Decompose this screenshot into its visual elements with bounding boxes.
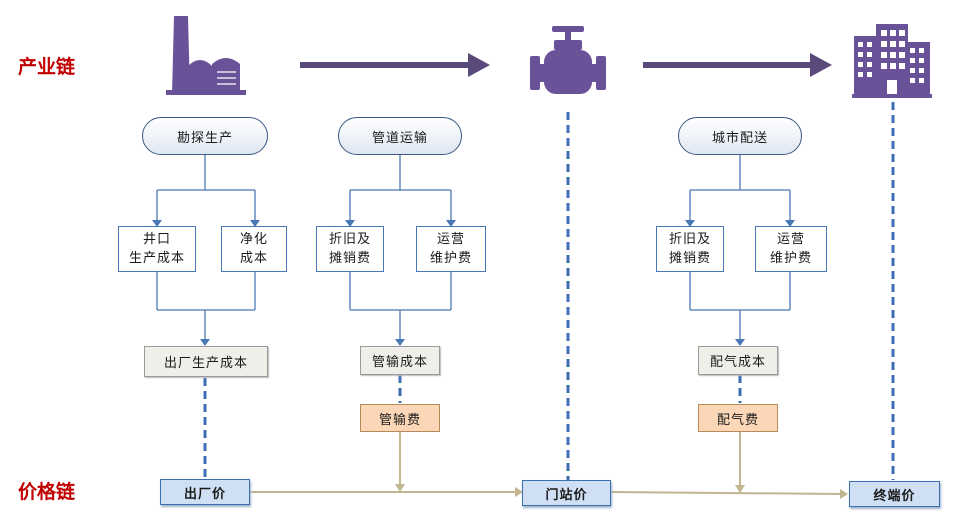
valve-icon [530,24,606,100]
distribution-depreciation-box: 折旧及摊销费 [656,226,724,272]
wellhead-cost-box: 井口生产成本 [118,226,196,272]
pipeline-fee: 管输费 [360,404,440,432]
stage-production: 勘探生产 [142,117,268,155]
industry-chain-label: 产业链 [18,56,76,78]
purification-cost-box: 净化成本 [221,226,287,272]
pipeline-depreciation-box: 折旧及摊销费 [316,226,384,272]
chain-arrow [300,53,490,77]
gate-station-price: 门站价 [522,480,611,506]
terminal-price: 终端价 [849,481,940,507]
ex-factory-price: 出厂价 [160,479,250,505]
chain-arrow [643,53,832,77]
distribution-fee: 配气费 [698,404,778,432]
distribution-cost: 配气成本 [698,346,778,375]
factory-icon [160,14,250,96]
distribution-maintenance-box: 运营维护费 [755,226,827,272]
price-chain-label: 价格链 [18,481,76,503]
stage-transport: 管道运输 [338,117,462,155]
building-icon [852,22,932,98]
pipeline-cost: 管输成本 [360,346,440,375]
stage-distribution: 城市配送 [678,117,802,155]
pipeline-maintenance-box: 运营维护费 [416,226,486,272]
factory-production-cost: 出厂生产成本 [144,346,268,377]
